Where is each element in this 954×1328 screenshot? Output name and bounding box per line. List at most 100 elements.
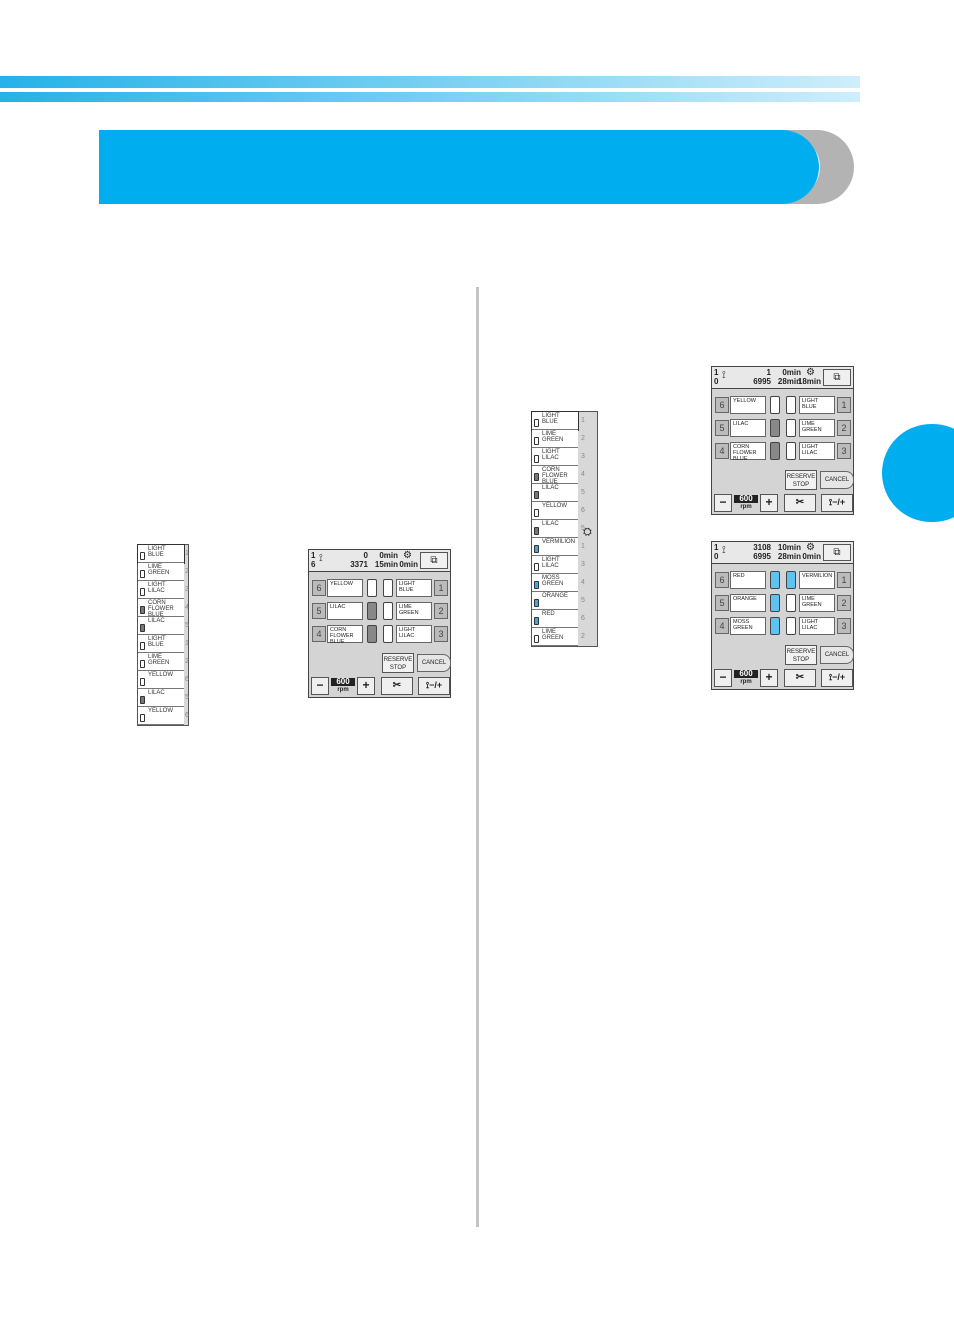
strip-needle-number: 2 (185, 658, 189, 665)
strip-color-name: LIGHT LILAC (148, 582, 166, 594)
thread-trim-button[interactable]: ✂ (784, 669, 816, 687)
strip-row: MOSS GREEN (532, 574, 578, 592)
total-stitches: 3371 (350, 560, 368, 569)
total-time: 28min (777, 377, 801, 386)
needle-icon: ⟟ (722, 545, 726, 556)
strip-needle-number: 4 (185, 604, 189, 611)
strip-color-name: LIGHT BLUE (542, 413, 560, 425)
needle-adjust-button[interactable]: ⟟−/+ (418, 677, 450, 695)
strip-row: LIGHT BLUE (531, 411, 579, 431)
color-count: 0 (714, 552, 719, 561)
needle-count: 1 (714, 543, 719, 552)
speed-minus-button[interactable]: − (714, 494, 732, 512)
cancel-button[interactable]: CANCEL (820, 646, 854, 664)
cancel-button[interactable]: CANCEL (820, 471, 854, 489)
view-button[interactable]: ⧉ (823, 369, 851, 386)
spool-icon (534, 527, 539, 535)
needle-icon: ⟟ (425, 680, 430, 690)
needle-color-name-left: ORANGE (730, 594, 766, 612)
needle-color-name-left: YELLOW (730, 396, 766, 414)
color-count: 0 (714, 377, 719, 386)
needle-number-left: 6 (715, 572, 729, 588)
strip-color-name: MOSS GREEN (542, 575, 564, 587)
spool-icon (140, 624, 145, 632)
strip-row: LIME GREEN (138, 563, 184, 581)
spool-icon (140, 714, 145, 722)
spool-icon (770, 442, 780, 460)
needle-color-name-right: LIGHT LILAC (396, 625, 432, 643)
strip-row: CORN FLOWER BLUE (138, 599, 184, 618)
spool-icon (770, 617, 780, 635)
total-time: 15min (374, 560, 398, 569)
spool-icon (140, 606, 145, 614)
spool-icon (786, 594, 796, 612)
strip-color-name: VERMILION (542, 539, 576, 545)
strip-row: LIME GREEN (532, 430, 578, 448)
needle-number-right: 2 (434, 603, 448, 619)
strip-row: LILAC (532, 520, 578, 538)
needle-adjust-button[interactable]: ⟟−/+ (821, 494, 853, 512)
strip-row: LIGHT BLUE (138, 635, 184, 653)
needle-number-left: 5 (312, 603, 326, 619)
spool-icon (140, 642, 145, 650)
needle-color-name-right: LIGHT BLUE (799, 396, 835, 414)
total-time: 28min (777, 552, 801, 561)
needle-color-name-right: VERMILION (799, 571, 835, 589)
needle-number-right: 2 (837, 595, 851, 611)
spool-icon (534, 473, 539, 481)
strip-color-name: LIME GREEN (148, 564, 170, 576)
strip-needle-number: 6 (185, 676, 189, 683)
needle-number-left: 4 (715, 443, 729, 459)
needle-adjust-button[interactable]: ⟟−/+ (821, 669, 853, 687)
total-stitches: 6995 (753, 552, 771, 561)
view-button[interactable]: ⧉ (823, 544, 851, 561)
spool-icon (770, 419, 780, 437)
thread-trim-button[interactable]: ✂ (381, 677, 413, 695)
speed-minus-button[interactable]: − (714, 669, 732, 687)
strip-row: LILAC (138, 617, 184, 635)
thread-trim-button[interactable]: ✂ (784, 494, 816, 512)
needle-color-name-left: CORN FLOWER BLUE (730, 442, 766, 462)
needle-color-name-left: LILAC (327, 602, 363, 620)
reserve-stop-button[interactable]: RESERVE STOP (785, 645, 817, 665)
view-button[interactable]: ⧉ (420, 552, 448, 569)
spool-icon (786, 442, 796, 460)
strip-color-name: CORN FLOWER BLUE (148, 600, 174, 618)
needle-color-name-right: LIGHT BLUE (396, 579, 432, 597)
cancel-button[interactable]: CANCEL (417, 654, 451, 672)
strip-needle-number: 1 (185, 550, 189, 557)
strip-row: LIGHT LILAC (138, 581, 184, 599)
needle-color-name-left: LILAC (730, 419, 766, 437)
needle-number-left: 5 (715, 420, 729, 436)
needle-adjust-label: −/+ (832, 672, 846, 682)
reserve-stop-button[interactable]: RESERVE STOP (382, 653, 414, 673)
strip-needle-number: 5 (185, 622, 189, 629)
needle-number-right: 1 (837, 397, 851, 413)
strip-row: YELLOW (138, 671, 184, 689)
needle-number-right: 3 (837, 618, 851, 634)
strip-needle-number: 6 (581, 615, 585, 622)
reserve-stop-button[interactable]: RESERVE STOP (785, 470, 817, 490)
spool-icon (534, 419, 539, 427)
spool-icon (534, 617, 539, 625)
speed-value: 600 (734, 670, 758, 678)
needle-count: 1 (311, 551, 316, 560)
spool-icon (534, 455, 539, 463)
spool-icon (383, 625, 393, 643)
strip-color-name: YELLOW (148, 708, 174, 714)
speed-minus-button[interactable]: − (311, 677, 329, 695)
speed-value: 600 (734, 495, 758, 503)
strip-color-name: LIME GREEN (542, 629, 564, 641)
stitch-count: 3108 (753, 543, 771, 552)
speed-plus-button[interactable]: + (357, 677, 375, 695)
speed-plus-button[interactable]: + (760, 669, 778, 687)
speed-plus-button[interactable]: + (760, 494, 778, 512)
strip-row: LIGHT BLUE (137, 544, 185, 564)
needle-color-name-right: LIME GREEN (799, 419, 835, 437)
